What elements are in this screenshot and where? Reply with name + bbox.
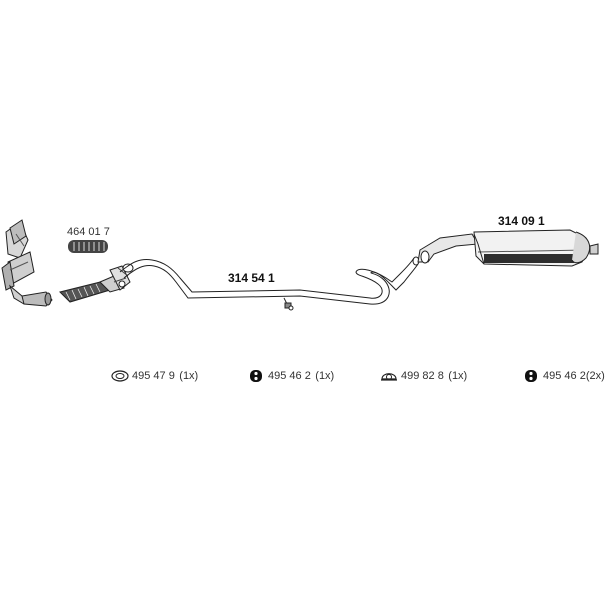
legend-item-mount-2: 495 46 2(2x) xyxy=(522,368,605,384)
legend-qty: (1x) xyxy=(448,370,468,382)
sensor-bung xyxy=(283,297,294,311)
clamp-ring-icon xyxy=(111,369,129,383)
rubber-mount-icon xyxy=(247,369,265,383)
legend-code: 495 46 2 xyxy=(268,370,311,382)
middle-pipe-code-label: 314 54 1 xyxy=(228,271,275,285)
middle-pipe xyxy=(119,256,420,305)
legend-qty: (2x) xyxy=(585,370,605,382)
rear-muffler-code-label: 314 09 1 xyxy=(498,214,545,228)
legend-qty: (1x) xyxy=(315,370,335,382)
catalytic-converter xyxy=(1,219,53,307)
gasket-ring-icon xyxy=(380,369,398,383)
legend-item-clamp: 495 47 9 (1x) xyxy=(111,368,198,384)
flex-pipe-code-label: 464 01 7 xyxy=(67,226,110,238)
legend-qty: (1x) xyxy=(179,370,199,382)
legend-code: 495 47 9 xyxy=(132,370,175,382)
legend-code: 495 46 2 xyxy=(543,370,586,382)
legend-item-mount-1: 495 46 2 (1x) xyxy=(247,368,334,384)
rear-muffler xyxy=(417,229,599,267)
rubber-mount-icon xyxy=(522,369,540,383)
flex-pipe-part xyxy=(68,240,108,253)
legend-item-gasket: 499 82 8 (1x) xyxy=(380,368,467,384)
front-pipe-flex xyxy=(59,263,134,303)
legend-code: 499 82 8 xyxy=(401,370,444,382)
